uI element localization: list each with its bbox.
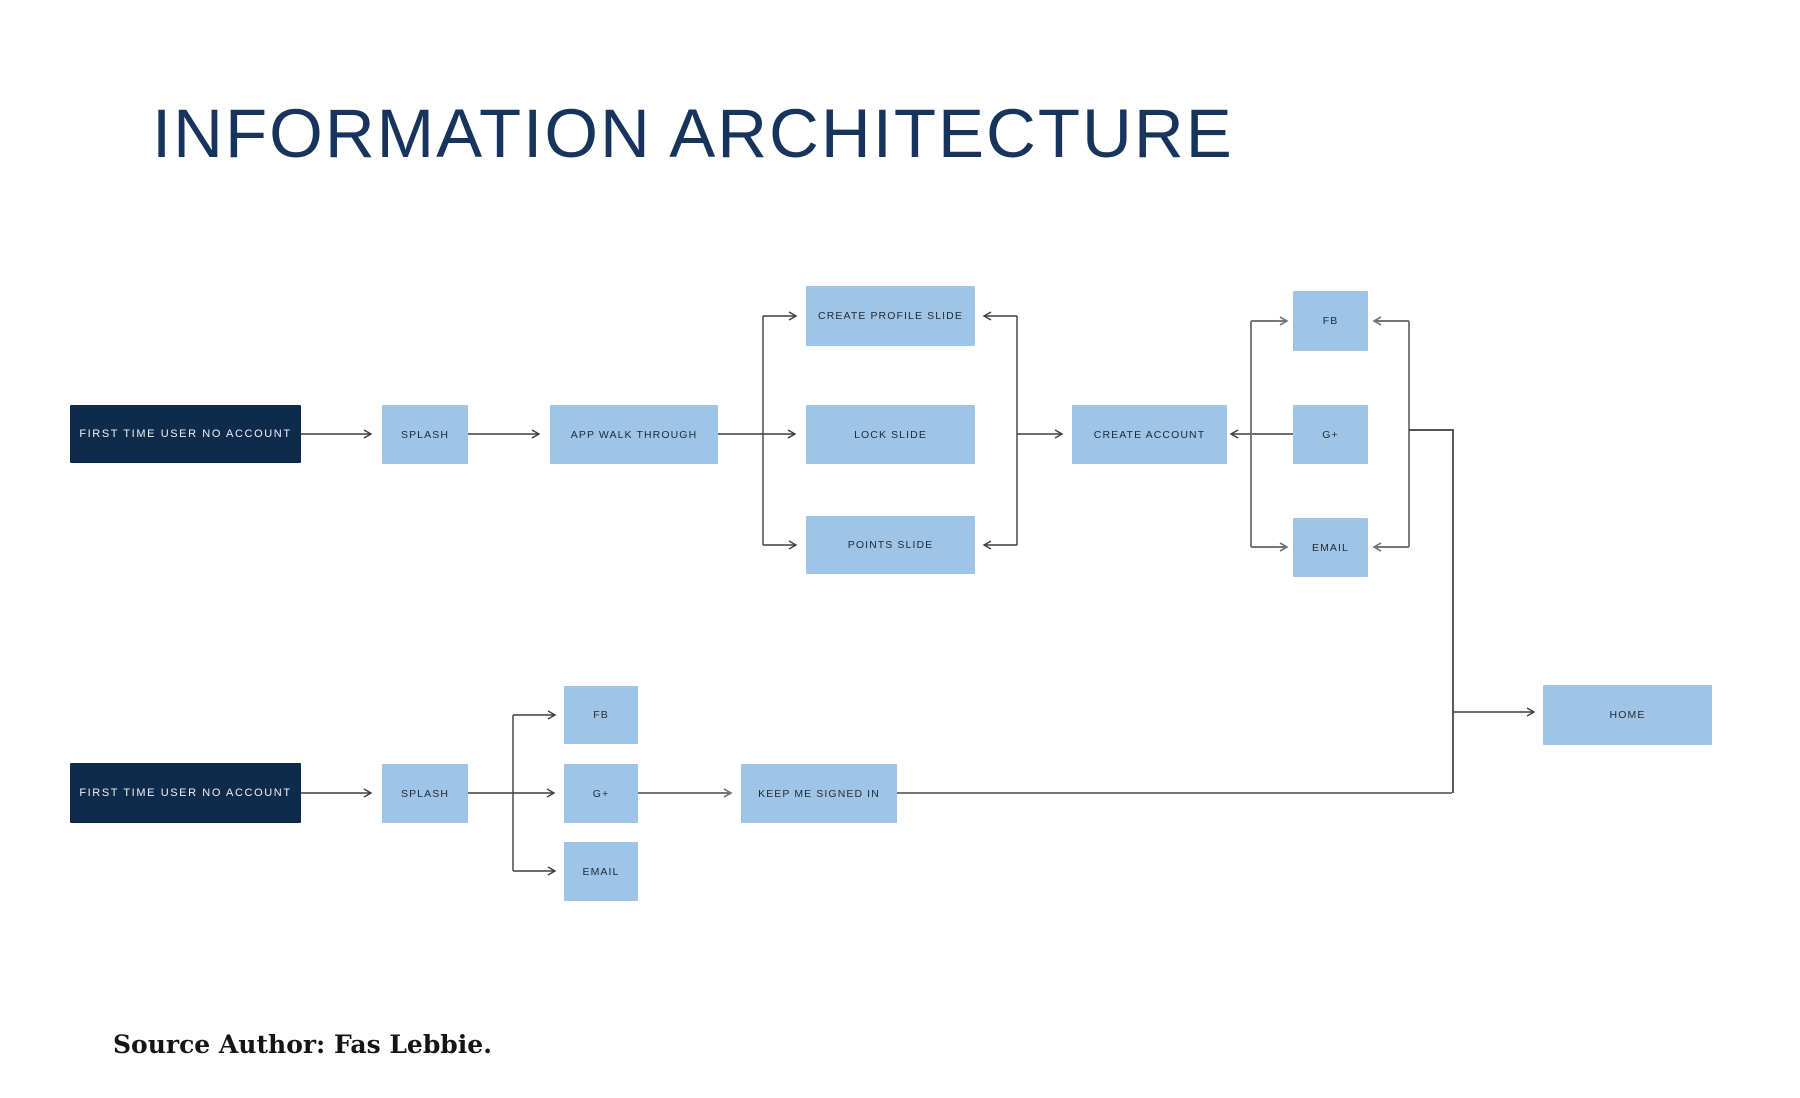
node-label: POINTS SLIDE (847, 539, 934, 551)
node-label: G+ (592, 787, 610, 800)
node-fb-2: FB (564, 686, 638, 744)
node-lock-slide: LOCK SLIDE (806, 405, 975, 464)
node-first-time-user-no-account-1: FIRST TIME USER NO ACCOUNT (70, 405, 301, 463)
node-label: G+ (1322, 428, 1339, 441)
node-label: APP WALK THROUGH (570, 428, 698, 441)
node-label: CREATE ACCOUNT (1093, 428, 1206, 441)
node-label: KEEP ME SIGNED IN (758, 787, 880, 800)
node-gplus-1: G+ (1293, 405, 1368, 464)
node-email-1: EMAIL (1293, 518, 1368, 577)
bracket-slides-right (982, 311, 1064, 550)
node-splash-1: SPLASH (382, 405, 468, 464)
node-label: HOME (1609, 709, 1646, 721)
bracket-row2-social (512, 710, 557, 876)
route-to-home (1409, 429, 1536, 793)
node-label: SPLASH (400, 787, 450, 800)
node-label: FIRST TIME USER NO ACCOUNT (79, 787, 292, 799)
node-label: FB (593, 709, 609, 721)
node-label: EMAIL (1311, 541, 1349, 554)
bracket-slides-left (762, 311, 798, 550)
node-gplus-2: G+ (564, 764, 638, 823)
node-label: FB (1322, 315, 1339, 327)
bracket-social-right (1372, 316, 1410, 552)
node-label: CREATE PROFILE SLIDE (818, 310, 963, 322)
node-create-account: CREATE ACCOUNT (1072, 405, 1227, 464)
node-fb-1: FB (1293, 291, 1368, 351)
node-app-walk-through: APP WALK THROUGH (550, 405, 718, 464)
node-first-time-user-no-account-2: FIRST TIME USER NO ACCOUNT (70, 763, 301, 823)
page-title: INFORMATION ARCHITECTURE (152, 95, 1234, 172)
node-splash-2: SPLASH (382, 764, 468, 823)
node-points-slide: POINTS SLIDE (806, 516, 975, 574)
node-keep-me-signed-in: KEEP ME SIGNED IN (741, 764, 897, 823)
node-label: SPLASH (400, 428, 450, 441)
node-label: FIRST TIME USER NO ACCOUNT (79, 428, 292, 440)
node-email-2: EMAIL (564, 842, 638, 901)
node-home: HOME (1543, 685, 1712, 745)
node-label: EMAIL (582, 865, 620, 878)
node-label: LOCK SLIDE (854, 428, 927, 441)
bracket-social-left (1250, 316, 1289, 552)
source-credit: Source Author: Fas Lebbie. (113, 1030, 492, 1059)
node-create-profile-slide: CREATE PROFILE SLIDE (806, 286, 975, 346)
